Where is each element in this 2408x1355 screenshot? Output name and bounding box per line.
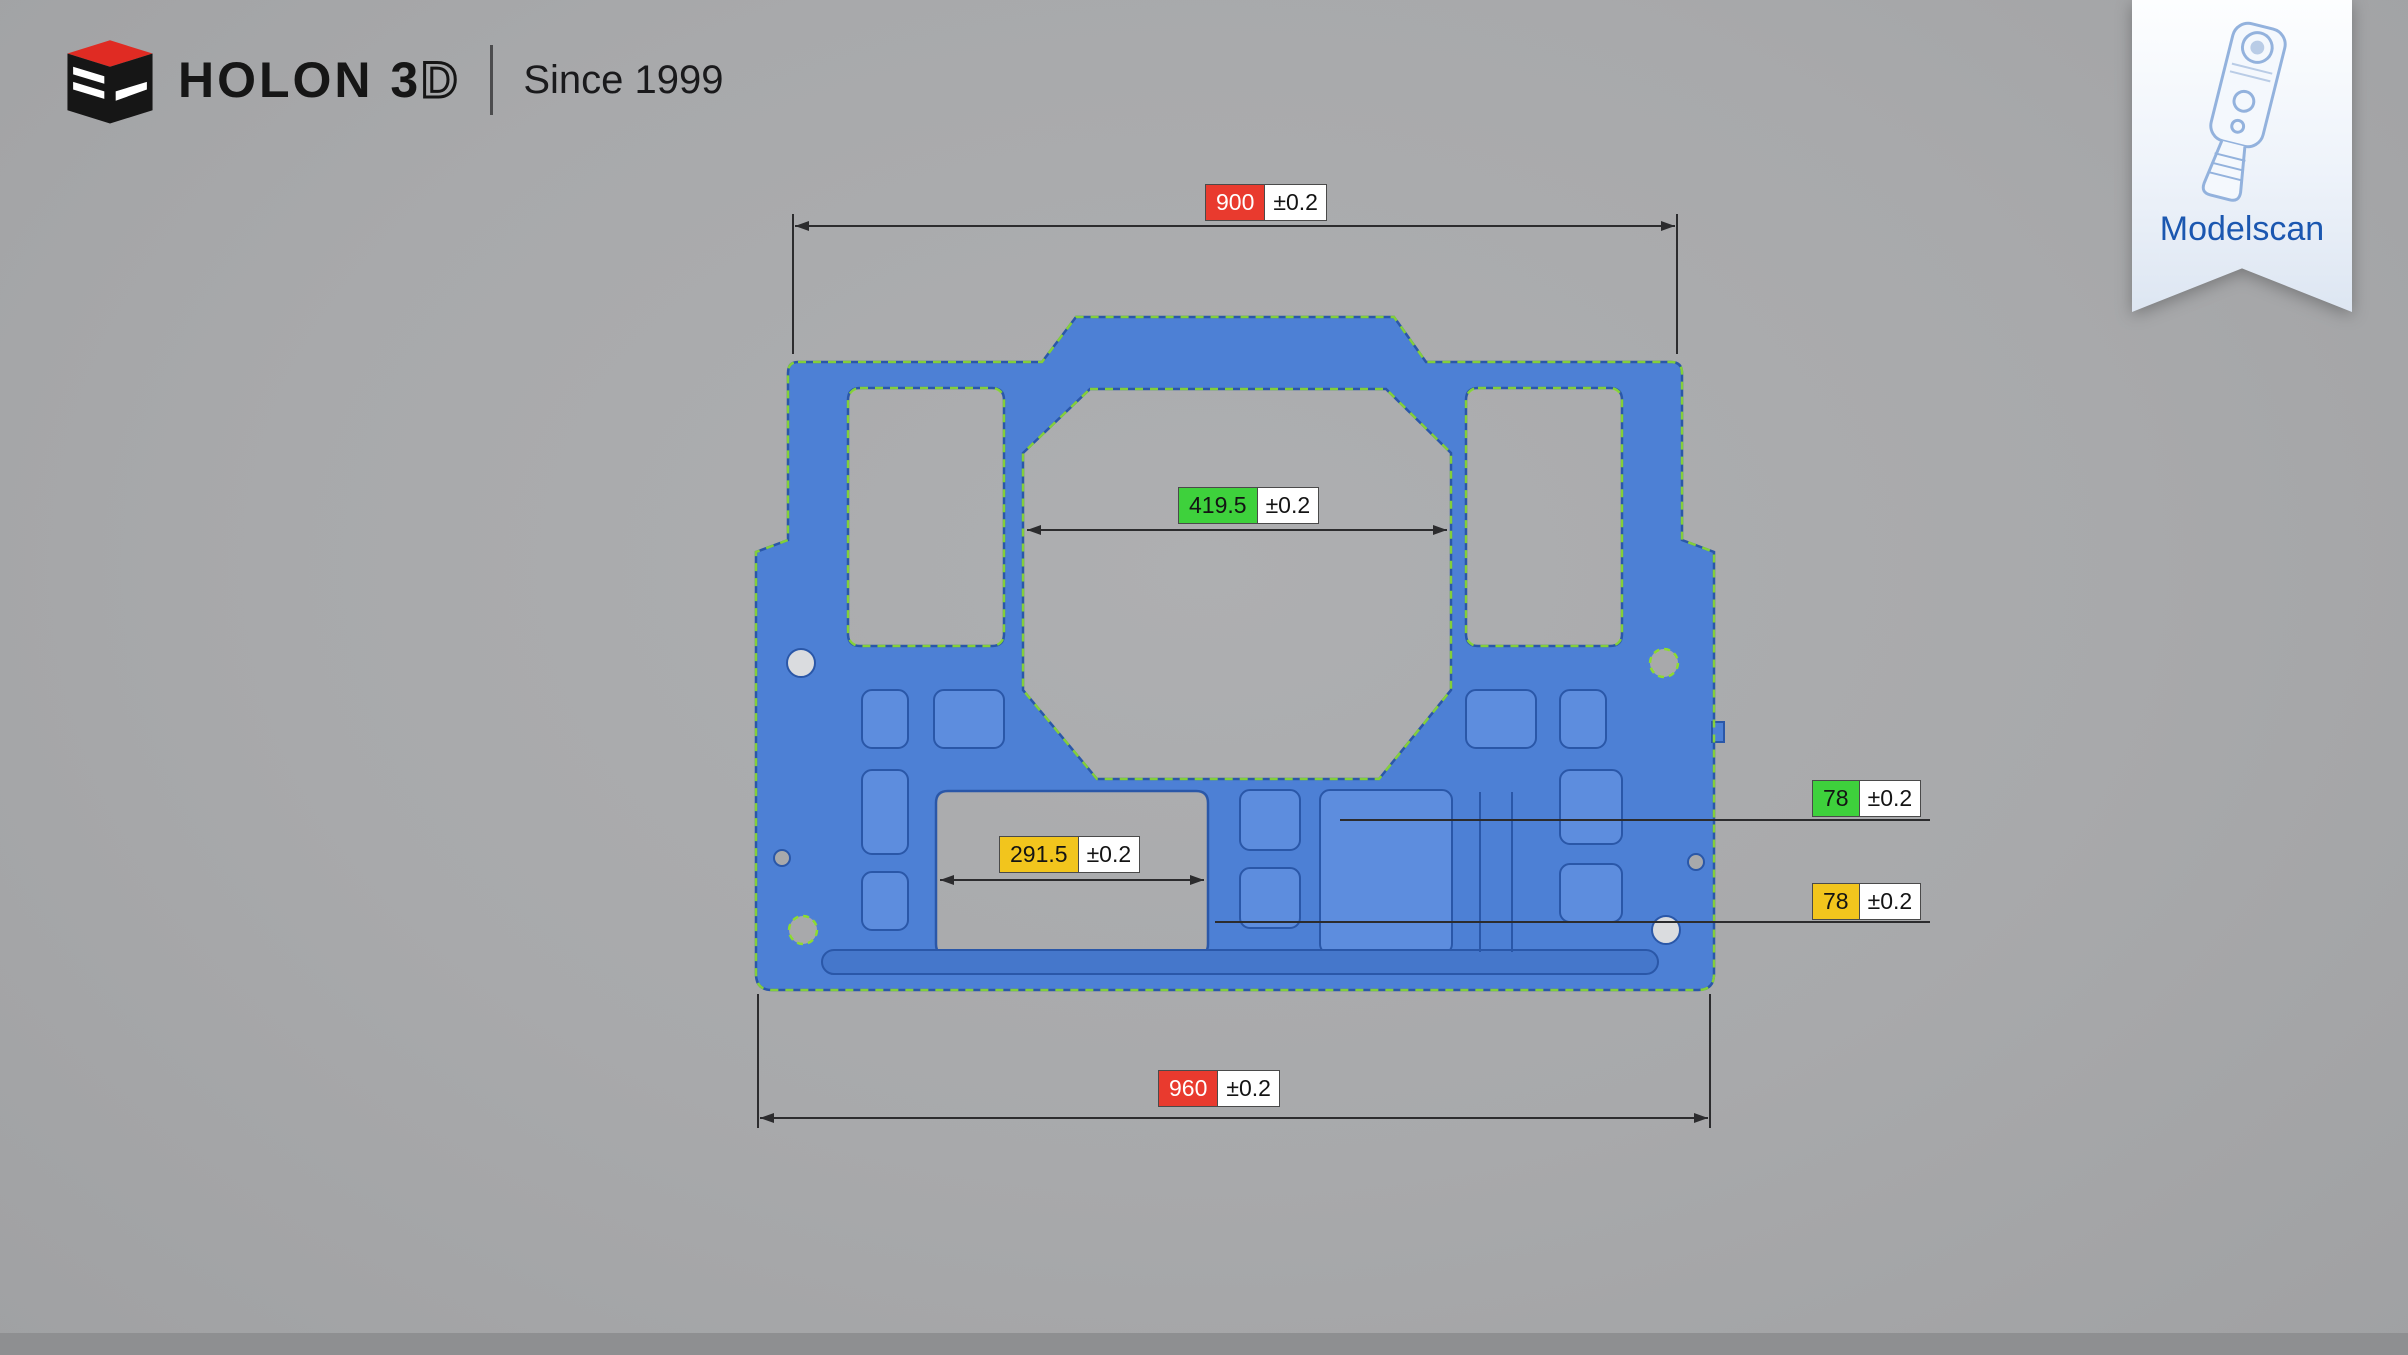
right-opening-dash [1464,386,1624,648]
ribbon-banner: Modelscan [2132,0,2352,312]
pocket-recess [861,689,909,749]
dimension-tolerance: ±0.2 [1265,184,1327,221]
scan-outline-dashes [754,315,1716,992]
pocket-recess [1465,689,1537,749]
dimension-value: 78 [1812,883,1860,920]
bottom-bar [0,1333,2408,1355]
pocket-recesses [821,689,1659,975]
dimension-tolerance: ±0.2 [1859,780,1922,817]
tagline: Since 1999 [523,57,724,102]
corner-hole [1651,915,1681,945]
logo-wordmark-main: HOLON 3 [178,52,422,108]
dimension-tolerance: ±0.2 [1257,487,1320,524]
dimension-tolerance: ±0.2 [1859,883,1922,920]
dimension-value: 291.5 [999,836,1079,873]
pocket-recess [1559,769,1623,845]
dimension-label-78-lower: 78±0.2 [1812,883,1922,920]
left-opening-dash [846,386,1006,648]
dimension-label-900: 900±0.2 [1205,184,1327,221]
header-divider [490,45,494,115]
dimension-value: 900 [1205,184,1266,221]
pocket-recess [861,769,909,855]
dim-960-extension-lines [757,994,1711,1128]
dimension-value: 419.5 [1178,487,1258,524]
edge-hole [773,849,791,867]
dimension-value: 78 [1812,780,1860,817]
pocket-recess [933,689,1005,749]
edge-hole [1687,853,1705,871]
dimension-label-419: 419.5±0.2 [1178,487,1320,524]
pocket-recess [1239,867,1301,929]
pocket-recess [861,871,909,931]
bottom-groove [821,949,1659,975]
part-holes [773,647,1705,946]
header-branding: HOLON 3D Since 1999 [58,28,724,132]
corner-hole-scan-outline [787,914,819,946]
dimension-tolerance: ±0.2 [1218,1070,1280,1107]
dimension-label-960: 960±0.2 [1158,1070,1280,1107]
dimension-tolerance: ±0.2 [1078,836,1141,873]
rib-lines [1479,792,1513,952]
pocket-recess [1319,789,1453,955]
pocket-recess [1559,689,1607,749]
dimension-lines [757,214,1930,1128]
logo-wordmark: HOLON 3D [178,51,461,110]
pocket-recess [1559,863,1623,923]
holon-cube-logo-icon [67,40,153,124]
dim-900-lines [792,214,1678,354]
outer-contour-dash [754,315,1716,992]
center-opening-dash [1021,387,1453,781]
dim-960-lines [757,994,1711,1128]
dimension-label-78-upper: 78±0.2 [1812,780,1922,817]
dim-900-extension-lines [792,214,1678,354]
dimension-label-291: 291.5±0.2 [999,836,1141,873]
product-ribbon: Modelscan [2132,0,2352,312]
pocket-recess [1239,789,1301,851]
corner-hole-scan-outline [1648,647,1680,679]
logo-wordmark-outline-d: D [420,51,461,110]
dimension-value: 960 [1158,1070,1219,1107]
ribbon-product-name: Modelscan [2159,210,2325,248]
corner-hole [786,648,816,678]
3d-scanner-icon [2201,21,2287,202]
